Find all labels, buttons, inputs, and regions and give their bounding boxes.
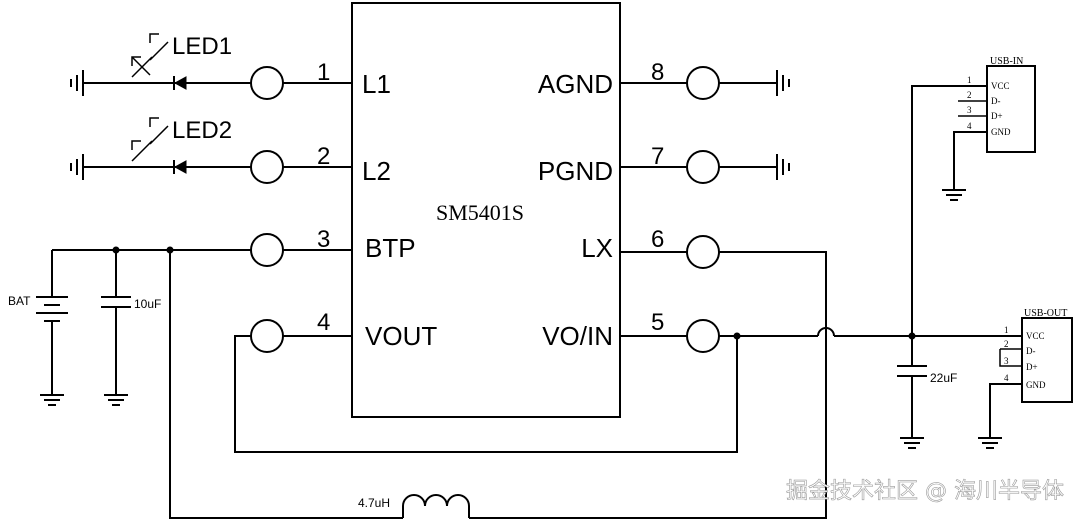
usb-out-title: USB-OUT — [1024, 308, 1067, 319]
cap-22uf-icon — [897, 336, 927, 449]
led2-label: LED2 — [172, 117, 232, 144]
usb-in-pin-num-2: 2 — [967, 90, 972, 100]
pad-pin-2 — [250, 150, 284, 184]
usb-in-title: USB-IN — [990, 56, 1023, 67]
usb-in-connector — [986, 65, 1036, 153]
usb-in-pin-num-4: 4 — [967, 121, 972, 131]
usb-out-pin-label-3: D+ — [1026, 362, 1038, 372]
cap-10uf-label: 10uF — [134, 297, 161, 311]
pad-pin-8 — [686, 66, 720, 100]
pad-pin-5 — [686, 319, 720, 353]
left-pin-leads — [283, 82, 352, 337]
led1-branch — [70, 70, 251, 96]
usb-in-pin-label-1: VCC — [991, 81, 1010, 91]
usb-in-pin-num-3: 3 — [967, 105, 972, 115]
pad-pin-1 — [250, 66, 284, 100]
pin-label-l2: L2 — [362, 156, 391, 186]
pin-num-3: 3 — [317, 226, 330, 253]
inductor-label: 4.7uH — [358, 496, 390, 510]
right-pin-leads — [620, 82, 687, 337]
pad-pin-6 — [686, 235, 720, 269]
battery-label: BAT — [8, 294, 31, 308]
pin-label-pgnd: PGND — [538, 156, 613, 186]
pad-pin-4 — [250, 319, 284, 353]
watermark: 掘金技术社区 @ 海川半导体 — [786, 479, 1064, 504]
pin-num-1: 1 — [317, 59, 330, 86]
pin-label-lx: LX — [581, 233, 613, 263]
agnd-ground-icon — [719, 70, 790, 96]
pad-pin-7 — [686, 150, 720, 184]
cap-22uf-label: 22uF — [930, 371, 957, 385]
vout-loop-wire — [234, 335, 738, 453]
pin-label-agnd: AGND — [538, 69, 613, 99]
pin-label-vout: VOUT — [365, 321, 437, 351]
pin-label-btp: BTP — [365, 233, 416, 263]
usb-in-pin-label-3: D+ — [991, 111, 1003, 121]
usb-out-pin-num-3: 3 — [1004, 356, 1009, 366]
pin-num-5: 5 — [651, 309, 664, 336]
usb-in-wiring — [911, 85, 987, 336]
pin-num-6: 6 — [651, 226, 664, 253]
inductor-path-wire — [169, 250, 827, 519]
pin-num-7: 7 — [651, 143, 664, 170]
chip-name: SM5401S — [436, 200, 524, 225]
pin-num-8: 8 — [651, 59, 664, 86]
output-rail — [719, 327, 1022, 340]
usb-out-pin-label-2: D- — [1026, 346, 1036, 356]
usb-out-pin-num-4: 4 — [1004, 373, 1009, 383]
led1-label: LED1 — [172, 33, 232, 60]
usb-out-pin-num-2: 2 — [1004, 339, 1009, 349]
pin-num-2: 2 — [317, 143, 330, 170]
chip-body — [351, 2, 621, 418]
btp-rail — [52, 246, 251, 254]
usb-in-pin-num-1: 1 — [967, 75, 972, 85]
usb-out-wiring — [978, 348, 1022, 449]
led2-diode-icon — [131, 117, 187, 174]
pin-label-voin: VO/IN — [542, 321, 613, 351]
inductor-icon — [402, 494, 470, 518]
usb-out-pin-num-1: 1 — [1004, 325, 1009, 335]
pin-label-l1: L1 — [362, 69, 391, 99]
usb-in-pin-label-4: GND — [991, 127, 1011, 137]
usb-out-connector — [1021, 317, 1073, 403]
usb-in-pin-label-2: D- — [991, 96, 1001, 106]
pgnd-ground-icon — [719, 154, 790, 180]
cap-10uf-icon — [101, 250, 131, 406]
pin-num-4: 4 — [317, 309, 330, 336]
led2-branch — [70, 154, 251, 180]
usb-out-pin-label-4: GND — [1026, 380, 1046, 390]
usb-out-pin-label-1: VCC — [1026, 331, 1045, 341]
pad-pin-3 — [250, 233, 284, 267]
led1-diode-icon — [131, 33, 187, 90]
battery-icon — [36, 250, 68, 406]
